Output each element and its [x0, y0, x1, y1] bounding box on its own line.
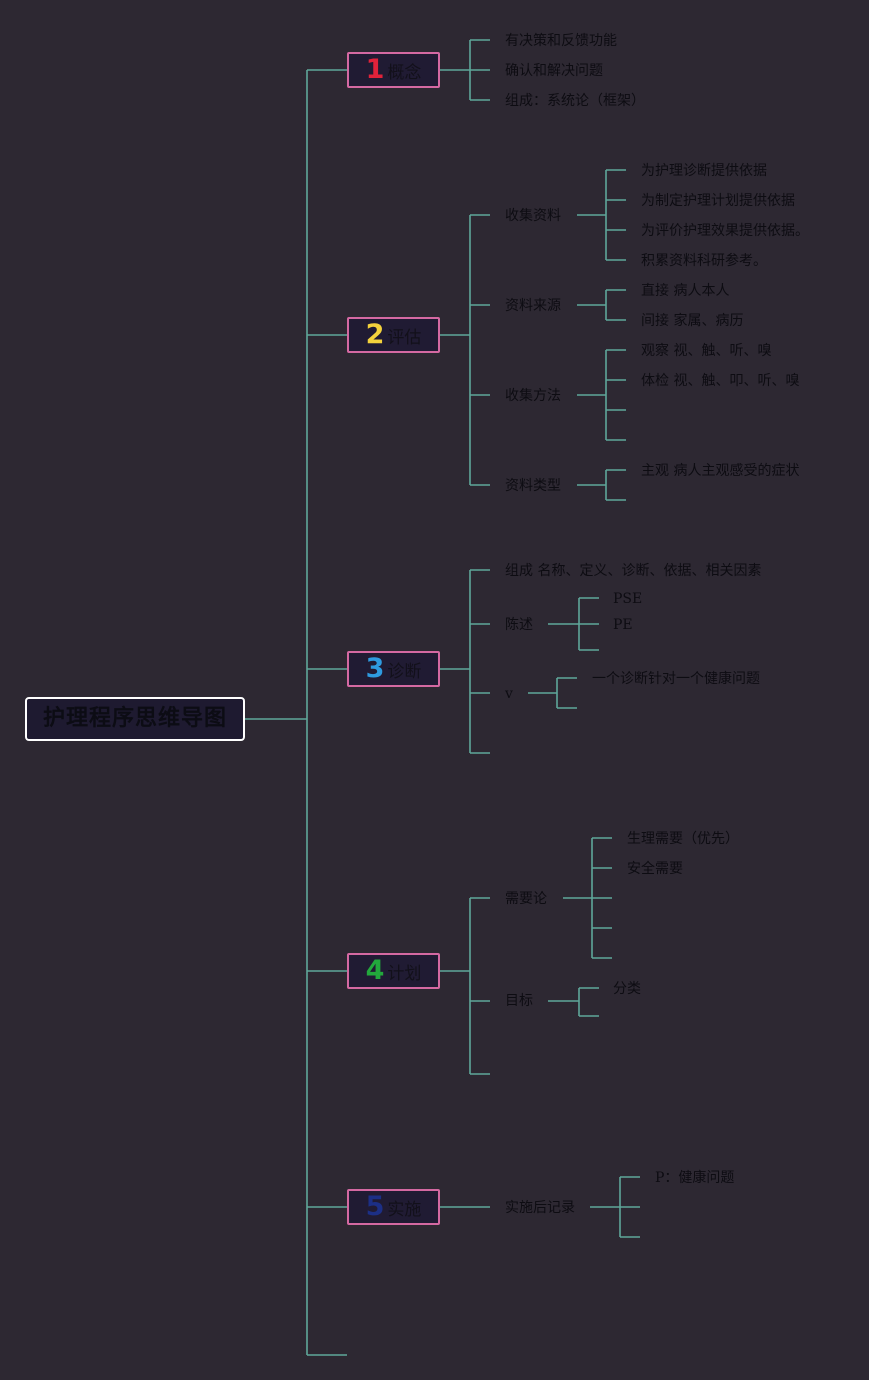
topic-node[interactable]: 组成 名称、定义、诊断、依据、相关因素 [505, 563, 762, 579]
branch-number: 5 [365, 1191, 385, 1222]
topic-node[interactable]: 收集资料 [505, 208, 561, 224]
branch-number: 4 [365, 955, 385, 986]
branch-label: 评估 [387, 327, 422, 348]
branch-concept[interactable]: 1 概念 [347, 52, 440, 88]
subtopic-node[interactable]: 主观 病人主观感受的症状 [641, 463, 800, 479]
subtopic-node[interactable]: 直接 病人本人 [641, 283, 730, 299]
subtopic-node[interactable]: 间接 家属、病历 [641, 313, 744, 329]
branch-label: 实施 [387, 1199, 422, 1220]
subtopic-node[interactable]: 安全需要 [627, 861, 683, 877]
branch-planning[interactable]: 4 计划 [347, 953, 440, 989]
subtopic-node[interactable]: 生理需要（优先） [627, 831, 739, 847]
branch-number: 1 [365, 54, 385, 85]
topic-node[interactable]: 有决策和反馈功能 [505, 33, 617, 49]
subtopic-node[interactable]: 积累资料科研参考。 [641, 253, 767, 269]
branch-label: 诊断 [387, 661, 422, 682]
subtopic-node[interactable]: 一个诊断针对一个健康问题 [592, 671, 760, 687]
subtopic-node[interactable]: 为制定护理计划提供依据 [641, 193, 795, 209]
subtopic-node[interactable]: 观察 视、触、听、嗅 [641, 343, 772, 359]
topic-node[interactable]: 需要论 [505, 891, 547, 907]
topic-node[interactable]: 陈述 [505, 617, 533, 633]
branch-diagnosis[interactable]: 3 诊断 [347, 651, 440, 687]
topic-node[interactable]: 组成：系统论（框架） [505, 93, 645, 109]
subtopic-node[interactable]: PSE [613, 591, 643, 607]
subtopic-node[interactable]: 为评价护理效果提供依据。 [641, 223, 809, 239]
branch-number: 2 [365, 319, 385, 350]
topic-node[interactable]: 实施后记录 [505, 1200, 575, 1216]
branch-label: 计划 [387, 963, 422, 984]
branch-assessment[interactable]: 2 评估 [347, 317, 440, 353]
branch-number: 3 [365, 653, 385, 684]
branch-implementation[interactable]: 5 实施 [347, 1189, 440, 1225]
subtopic-node[interactable]: 分类 [613, 981, 641, 997]
subtopic-node[interactable]: P：健康问题 [655, 1170, 735, 1186]
branch-label: 概念 [387, 62, 422, 83]
topic-node[interactable]: 收集方法 [505, 388, 561, 404]
subtopic-node[interactable]: 体检 视、触、叩、听、嗅 [641, 373, 800, 389]
root-topic[interactable]: 护理程序思维导图 [25, 697, 245, 741]
topic-node[interactable]: 资料类型 [505, 478, 561, 494]
topic-node[interactable]: 资料来源 [505, 298, 561, 314]
topic-node[interactable]: 目标 [505, 993, 533, 1009]
topic-node[interactable]: v [505, 686, 513, 702]
subtopic-node[interactable]: 为护理诊断提供依据 [641, 163, 767, 179]
subtopic-node[interactable]: PE [613, 617, 633, 633]
topic-node[interactable]: 确认和解决问题 [505, 63, 603, 79]
